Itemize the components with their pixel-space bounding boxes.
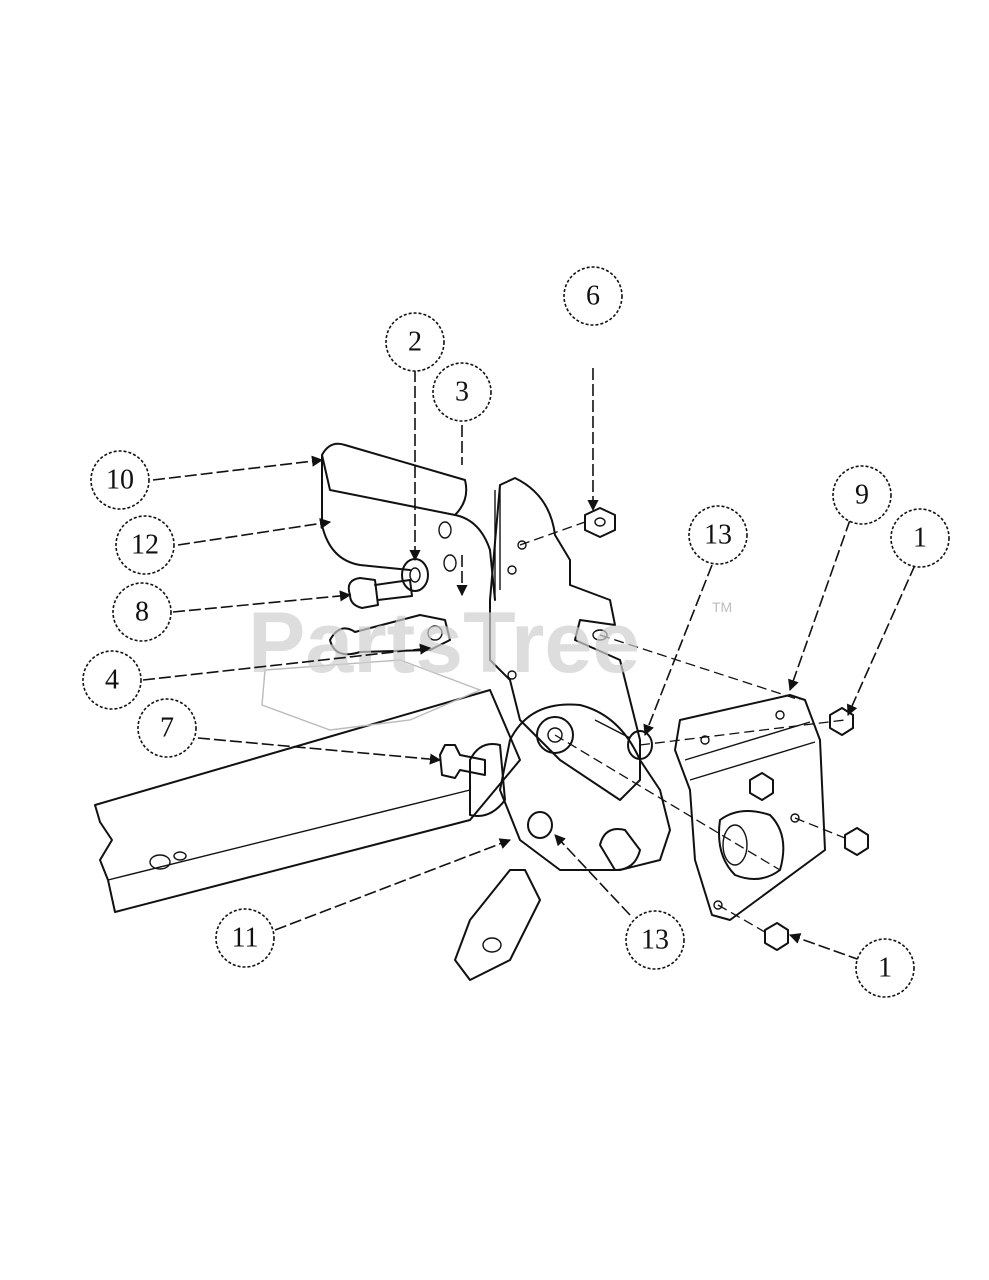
callout-4-label: 4 — [105, 665, 119, 696]
callout-8: 8 — [112, 582, 172, 642]
callout-11: 11 — [215, 908, 275, 968]
callout-3: 3 — [432, 362, 492, 422]
watermark: PartsTree TM — [248, 595, 732, 691]
callout-12-label: 12 — [131, 530, 159, 561]
callout-2-label: 2 — [408, 327, 422, 358]
callout-13-upper-label: 13 — [704, 520, 732, 551]
callout-7: 7 — [137, 698, 197, 758]
callout-6-label: 6 — [586, 281, 600, 312]
upper-bracket — [321, 442, 496, 601]
callout-2: 2 — [385, 312, 445, 372]
callout-9-label: 9 — [855, 480, 869, 511]
callout-1-upper: 1 — [890, 508, 950, 568]
slot-plate — [261, 659, 482, 731]
callout-7-label: 7 — [160, 713, 174, 744]
callout-1-lower-label: 1 — [878, 953, 892, 984]
callout-1-lower: 1 — [855, 938, 915, 998]
callout-1-upper-label: 1 — [913, 523, 927, 554]
center-side-plate — [489, 477, 641, 801]
leader-lines — [142, 368, 916, 961]
callout-13-lower-label: 13 — [641, 925, 669, 956]
callout-13-lower: 13 — [625, 910, 685, 970]
callout-11-label: 11 — [232, 923, 259, 954]
callout-10-label: 10 — [106, 465, 134, 496]
watermark-tm: TM — [712, 599, 732, 615]
frame-rail — [94, 689, 521, 913]
callout-9: 9 — [832, 465, 892, 525]
callout-13-upper: 13 — [688, 505, 748, 565]
callout-3-label: 3 — [455, 377, 469, 408]
right-mounting-plate — [674, 694, 826, 921]
callout-10: 10 — [90, 450, 150, 510]
pivot-arm — [454, 703, 671, 981]
callout-4: 4 — [82, 650, 142, 710]
callout-6: 6 — [563, 266, 623, 326]
callout-8-label: 8 — [135, 597, 149, 628]
callout-12: 12 — [115, 515, 175, 575]
watermark-text: PartsTree — [248, 595, 640, 691]
